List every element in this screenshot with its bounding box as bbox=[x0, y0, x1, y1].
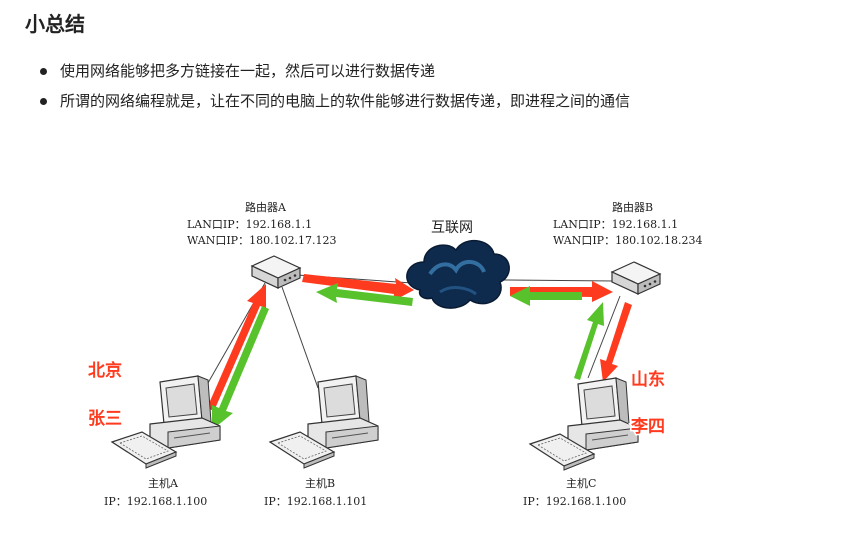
link-internet-routerB bbox=[502, 279, 616, 282]
router-a-icon bbox=[251, 255, 301, 289]
arrow-red-routerA-to-internet bbox=[302, 274, 414, 301]
bullet-item-2: 所谓的网络编程就是，让在不同的电脑上的软件能够进行数据传递，即进程之间的通信 bbox=[38, 86, 630, 116]
host-b-name: 主机B bbox=[305, 476, 335, 490]
host-c-name: 主机C bbox=[566, 476, 596, 490]
host-a-computer-icon bbox=[111, 375, 221, 469]
arrow-green-internet-to-routerA bbox=[316, 283, 413, 306]
router-a-wan: WAN口IP：180.102.17.123 bbox=[187, 234, 337, 247]
arrow-green-routerA-to-hostA bbox=[212, 306, 269, 430]
arrow-green-hostC-to-routerB bbox=[574, 302, 604, 380]
host-c-computer-icon bbox=[529, 377, 639, 471]
arrow-red-internet-to-routerB bbox=[510, 281, 613, 302]
internet-cloud-icon bbox=[406, 240, 510, 309]
link-routerA-hostB bbox=[281, 286, 319, 389]
router-b-name: 路由器B bbox=[612, 200, 653, 214]
page-title: 小总结 bbox=[25, 12, 85, 36]
link-routerB-hostC bbox=[587, 295, 621, 379]
host-b-ip: IP：192.168.1.101 bbox=[264, 495, 367, 508]
label-beijing: 北京 bbox=[88, 360, 122, 381]
label-zhangsan: 张三 bbox=[88, 409, 122, 429]
router-b-lan: LAN口IP：192.168.1.1 bbox=[553, 218, 678, 231]
router-a-name: 路由器A bbox=[245, 200, 287, 214]
bullet-list: 使用网络能够把多方链接在一起，然后可以进行数据传递 所谓的网络编程就是，让在不同… bbox=[38, 56, 630, 116]
arrow-red-routerB-to-hostC bbox=[600, 302, 632, 382]
internet-label: 互联网 bbox=[431, 220, 473, 236]
bullet-item-1: 使用网络能够把多方链接在一起，然后可以进行数据传递 bbox=[38, 56, 630, 86]
host-a-name: 主机A bbox=[148, 476, 179, 490]
host-a-ip: IP：192.168.1.100 bbox=[104, 495, 207, 508]
router-a-lan: LAN口IP：192.168.1.1 bbox=[187, 218, 312, 231]
arrow-red-hostA-to-routerA bbox=[207, 284, 266, 411]
label-lisi: 李四 bbox=[631, 416, 665, 437]
host-c-ip: IP：192.168.1.100 bbox=[523, 495, 626, 508]
label-shandong: 山东 bbox=[631, 369, 665, 390]
host-b-computer-icon bbox=[269, 375, 379, 469]
arrow-green-routerB-to-internet bbox=[510, 286, 582, 306]
router-b-icon bbox=[611, 261, 661, 295]
router-b-wan: WAN口IP：180.102.18.234 bbox=[553, 234, 703, 247]
